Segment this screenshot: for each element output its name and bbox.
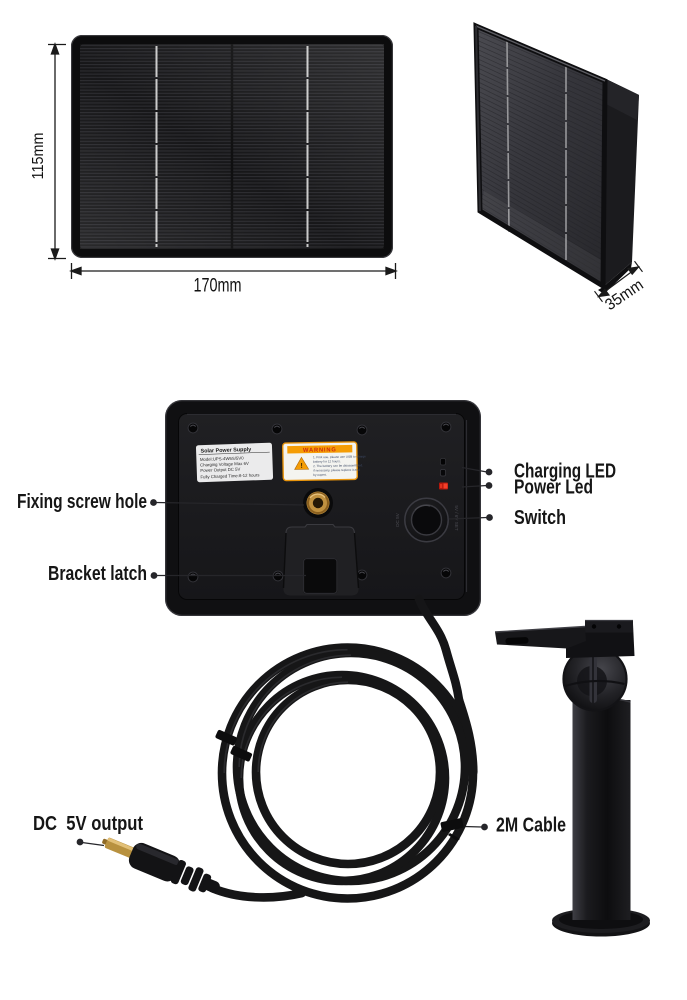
svg-text:WARNING: WARNING bbox=[303, 447, 337, 454]
svg-text:DC 5V: DC 5V bbox=[395, 512, 400, 526]
svg-text:Solar Power Supply: Solar Power Supply bbox=[201, 447, 252, 455]
svg-text:2M Cable: 2M Cable bbox=[496, 814, 566, 837]
svg-text:DC 5V output: DC 5V output bbox=[33, 813, 143, 835]
svg-text:Charging Voltage Max 6V: Charging Voltage Max 6V bbox=[200, 461, 249, 468]
svg-text:battery for 12 hours.: battery for 12 hours. bbox=[313, 459, 341, 463]
svg-text:Power Led: Power Led bbox=[514, 477, 593, 499]
svg-text:5V / 6V SET: 5V / 6V SET bbox=[454, 505, 459, 530]
svg-text:if necessary, please replace i: if necessary, please replace it and bbox=[313, 468, 360, 473]
svg-text:1. First use, please use USB t: 1. First use, please use USB to charge bbox=[313, 454, 366, 459]
svg-text:115mm: 115mm bbox=[30, 133, 47, 180]
svg-text:Power Output DC 5V: Power Output DC 5V bbox=[200, 467, 240, 473]
svg-text:Bracket latch: Bracket latch bbox=[48, 563, 147, 585]
svg-text:by expert.: by expert. bbox=[313, 473, 327, 477]
svg-text:Charging LED: Charging LED bbox=[514, 461, 616, 483]
svg-text:Fixing screw hole: Fixing screw hole bbox=[17, 491, 147, 513]
svg-text:!: ! bbox=[300, 463, 302, 470]
svg-text:2. The battery can be disassem: 2. The battery can be disassembled, bbox=[313, 463, 363, 468]
svg-text:Fully Charged Time:8-12 hours: Fully Charged Time:8-12 hours bbox=[200, 472, 259, 479]
svg-text:Model:UPS-4W6S/5V0: Model:UPS-4W6S/5V0 bbox=[200, 455, 244, 462]
svg-text:170mm: 170mm bbox=[194, 276, 242, 297]
svg-text:Switch: Switch bbox=[514, 507, 566, 529]
